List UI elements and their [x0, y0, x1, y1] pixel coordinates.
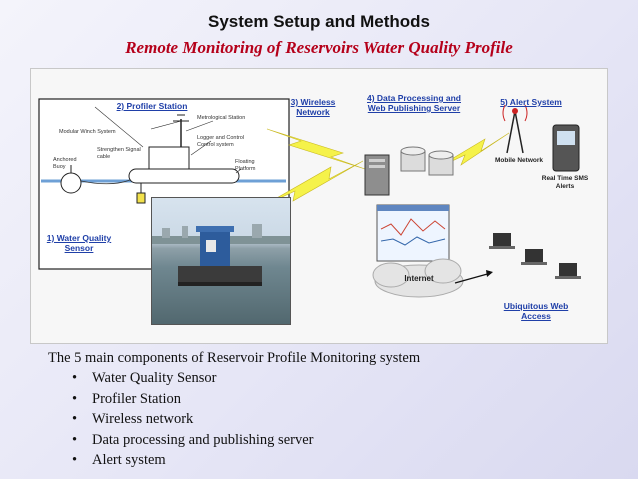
label-wireless-network: 3) Wireless Network	[290, 97, 336, 117]
label-water-quality-sensor: 1) Water Quality Sensor	[46, 233, 112, 253]
label-internet: Internet	[404, 274, 434, 283]
profiler-station-photo	[151, 197, 291, 325]
label-buoy: Anchored Buoy	[53, 157, 77, 170]
list-item: •Alert system	[72, 452, 166, 468]
sensor-probe	[136, 192, 146, 204]
laptop-icon	[489, 233, 581, 279]
slide-title: System Setup and Methods	[208, 12, 430, 31]
list-item: •Data processing and publishing server	[72, 431, 314, 448]
diagram-graphics	[38, 98, 581, 298]
winch-housing	[148, 146, 190, 170]
list-item: •Wireless network	[72, 411, 194, 427]
lightning-bolt-icon-2	[260, 160, 364, 208]
label-cable: Strengthen Signal cable	[97, 147, 141, 160]
list-item: •Profiler Station	[72, 390, 182, 407]
label-floating-platform: Floating Platform	[235, 159, 256, 172]
label-sms-alerts: Real Time SMS Alerts	[541, 175, 589, 190]
slide-subtitle: Remote Monitoring of Reservoirs Water Qu…	[125, 38, 513, 57]
buoy-icon	[60, 172, 82, 194]
label-profiler-station: 2) Profiler Station	[116, 101, 188, 111]
list-item: •Water Quality Sensor	[72, 370, 217, 386]
label-logger: Logger and Control Control system	[197, 135, 245, 148]
label-alert-system: 5) Alert System	[500, 97, 562, 107]
label-mobile-network: Mobile Network	[494, 157, 544, 164]
component-list: •Water Quality Sensor •Profiler Station …	[72, 368, 313, 471]
cloud-icon	[372, 258, 464, 298]
body-intro: The 5 main components of Reservoir Profi…	[48, 350, 421, 366]
label-ubiquitous-access: Ubiquitous Web Access	[503, 301, 569, 321]
web-page-screenshot	[376, 204, 450, 262]
floating-platform	[128, 168, 240, 184]
database-icon	[400, 146, 454, 176]
system-diagram: 2) Profiler Station 3) Wireless Network …	[30, 68, 608, 344]
label-met-station: Metrological Station	[197, 115, 246, 121]
label-winch: Modular Winch System	[59, 129, 116, 135]
antenna-tower-icon	[502, 104, 528, 154]
mobile-phone-icon	[552, 124, 580, 172]
label-data-processing: 4) Data Processing and Web Publishing Se…	[366, 93, 461, 113]
